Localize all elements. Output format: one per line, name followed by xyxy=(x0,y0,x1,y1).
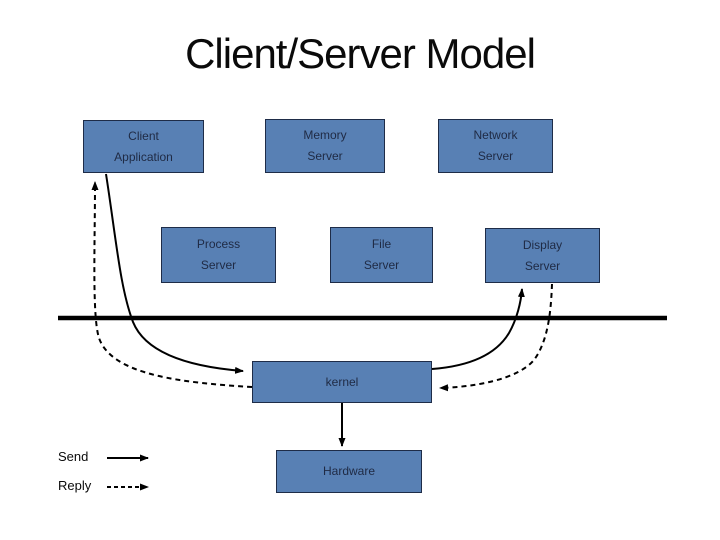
memory-server-box: Memory Server xyxy=(265,119,385,173)
send-arrow-kernel-to-display xyxy=(431,288,525,370)
process-server-box: Process Server xyxy=(161,227,276,283)
memory-server-label-line1: Memory xyxy=(303,128,347,142)
display-server-label-line2: Server xyxy=(524,258,561,273)
client-application-box: Client Application xyxy=(83,120,204,173)
client-application-label-line2: Application xyxy=(114,149,173,164)
network-server-label-line1: Network xyxy=(473,128,518,142)
network-server-box: Network Server xyxy=(438,119,553,173)
legend-send-label: Send xyxy=(58,449,89,464)
process-server-label-line2: Server xyxy=(200,258,237,272)
kernel-label: kernel xyxy=(325,374,359,389)
client-application-label-line1: Client xyxy=(128,128,159,143)
network-server-label-line2: Server xyxy=(477,149,514,163)
file-server-box: File Server xyxy=(330,227,433,283)
file-server-label-line1: File xyxy=(371,237,392,251)
slide-title: Client/Server Model xyxy=(185,30,536,77)
reply-arrow-kernel-to-client xyxy=(91,181,253,388)
file-server-label-line2: Server xyxy=(363,258,400,272)
hardware-box: Hardware xyxy=(276,450,422,493)
hardware-label: Hardware xyxy=(322,464,376,478)
display-server-label-line1: Display xyxy=(522,237,563,252)
memory-server-label-line2: Server xyxy=(307,149,343,163)
legend-reply-label: Reply xyxy=(58,478,92,493)
kernel-box: kernel xyxy=(252,361,432,403)
reply-arrow-display-to-kernel xyxy=(439,283,553,392)
display-server-box: Display Server xyxy=(485,228,600,283)
process-server-label-line1: Process xyxy=(196,237,241,251)
